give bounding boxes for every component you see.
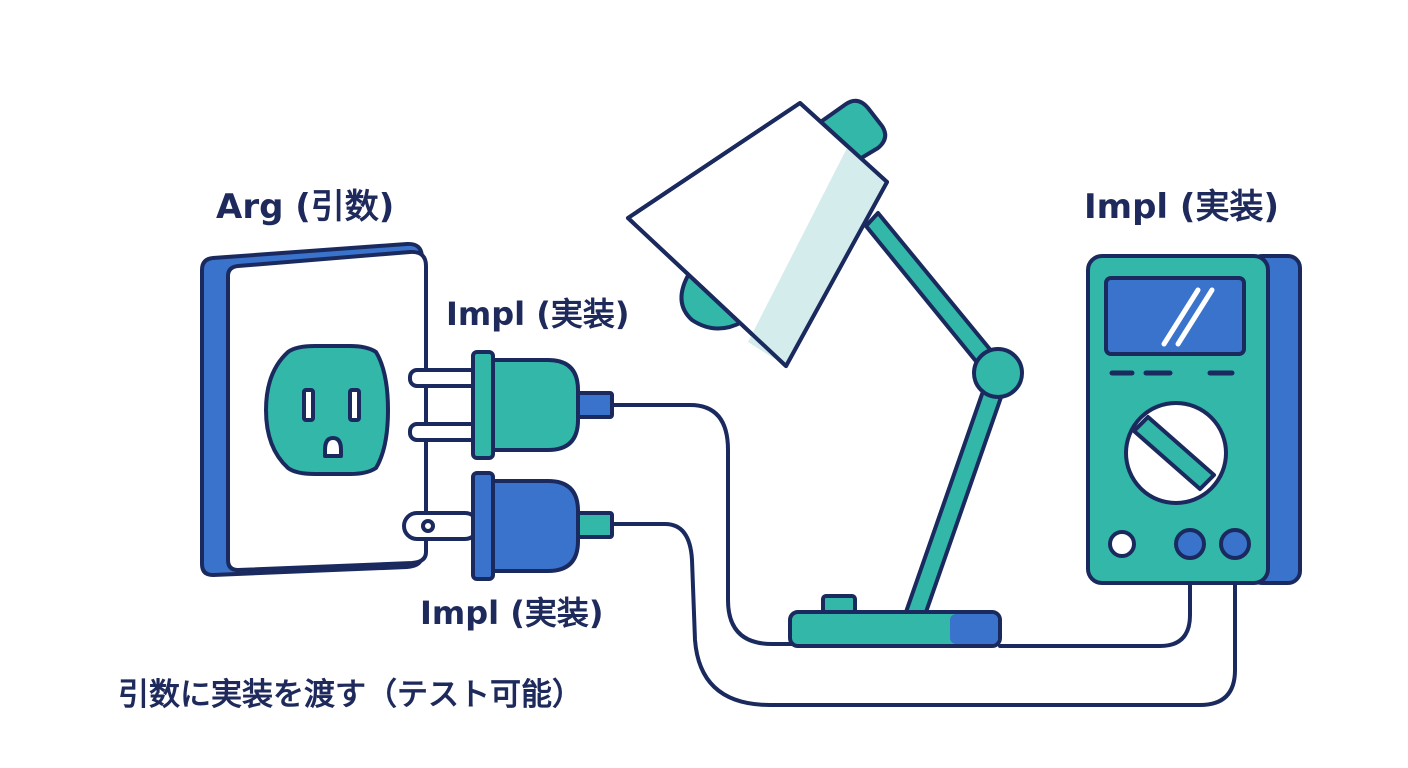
teal-plug-icon [408,350,614,460]
cable-teal-plug-to-lamp [610,403,797,646]
multimeter-icon [1086,254,1302,585]
blue-plug-icon [402,471,614,581]
wall-outlet-icon [200,241,428,577]
cable-blue-plug-to-meter [610,522,1237,707]
impl-teal-plug-label: Impl (実装) [446,295,630,333]
caption-text: 引数に実装を渡す（テスト可能） [118,677,583,713]
cable-lamp-to-meter [998,543,1192,648]
impl-blue-plug-label: Impl (実装) [420,594,604,632]
desk-lamp-icon [626,98,1024,648]
arg-label: Arg (引数) [216,187,395,227]
impl-multimeter-label: Impl (実装) [1084,187,1279,227]
